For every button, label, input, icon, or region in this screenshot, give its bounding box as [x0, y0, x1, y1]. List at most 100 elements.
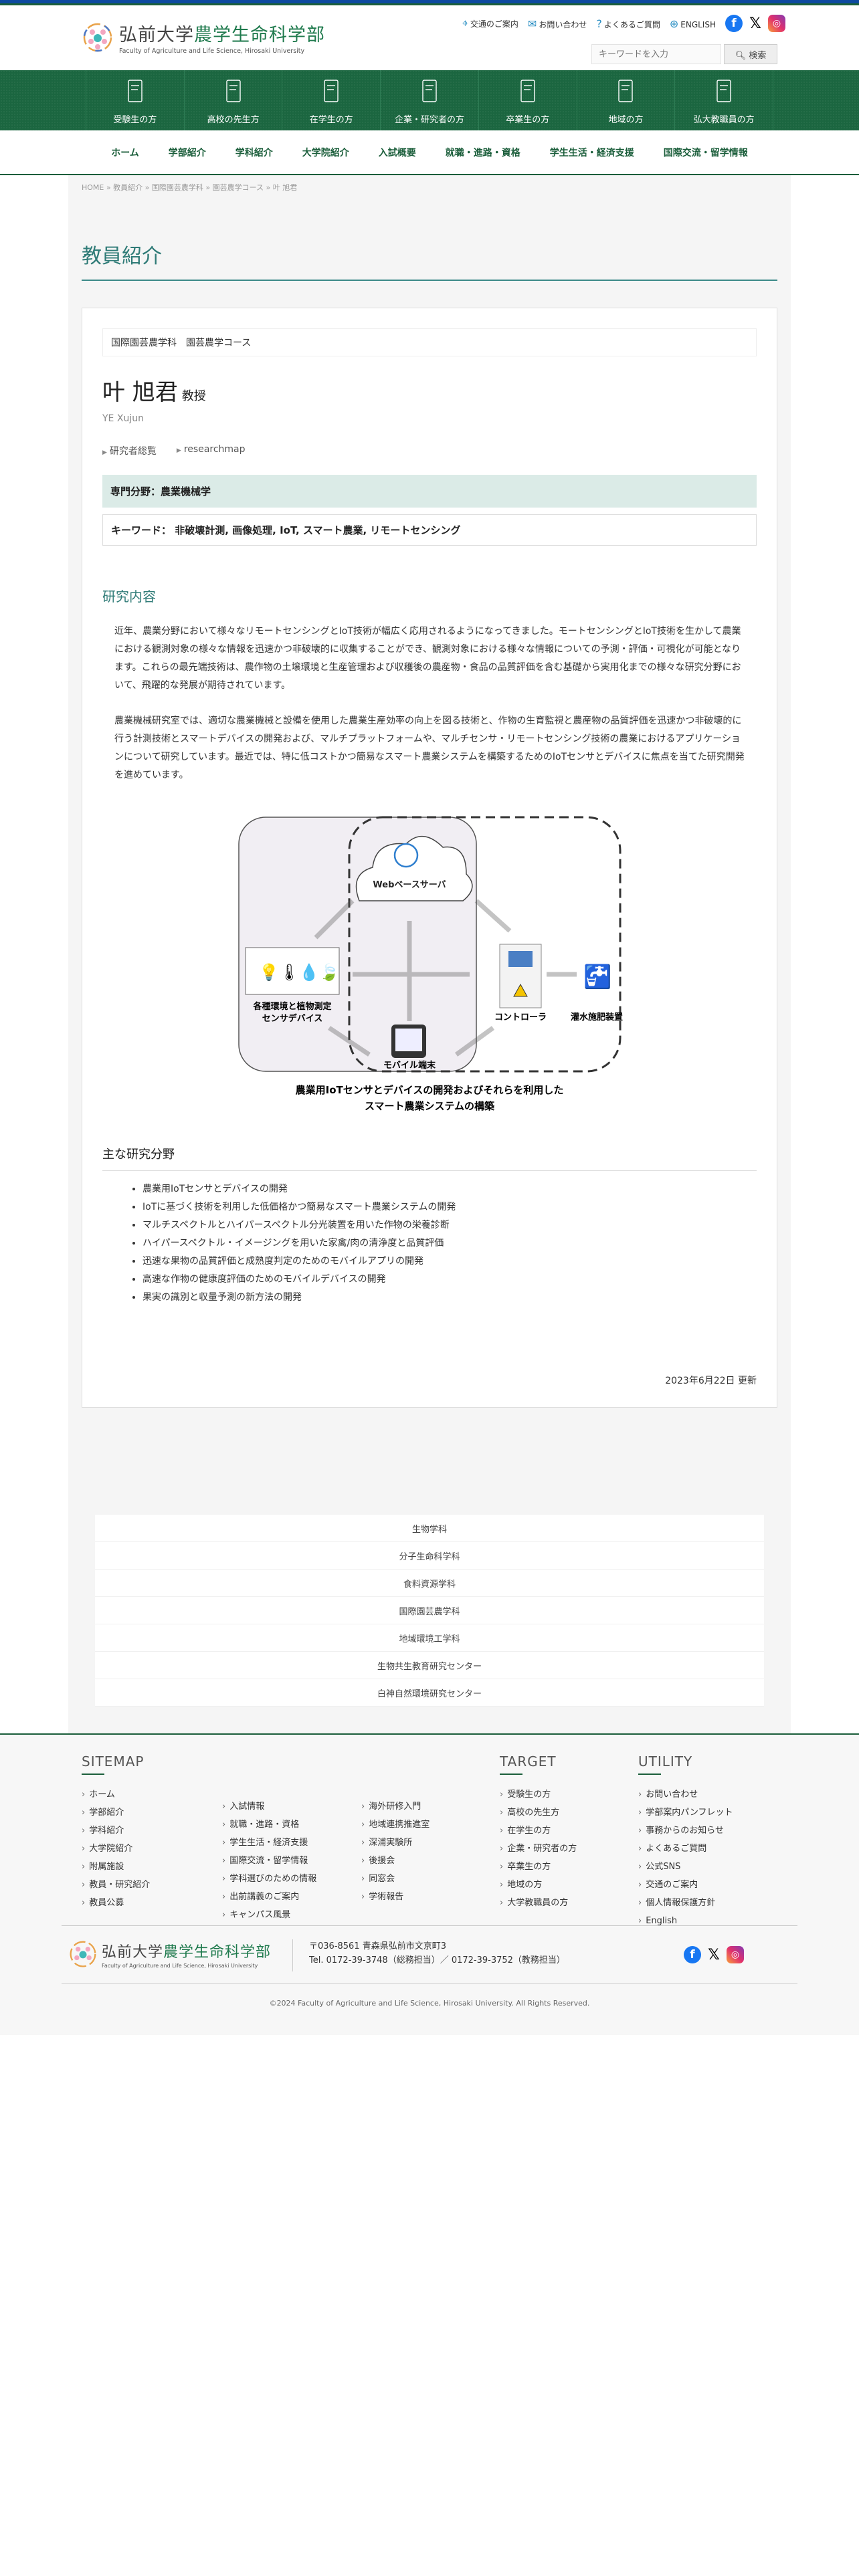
globe-icon: ⊕: [669, 17, 679, 30]
footer-link[interactable]: 大学院紹介: [82, 1840, 150, 1858]
footer-link[interactable]: English: [638, 1912, 733, 1930]
research-areas-list: 農業用IoTセンサとデバイスの開発IoTに基づく技術を利用した低価格かつ簡易なス…: [142, 1180, 757, 1307]
department-link[interactable]: 生物学科: [95, 1515, 764, 1542]
smart-agriculture-diagram: Webベースサーバ 💡🌡💧🍃 各種環境と植物測定 センサデバイス コントローラ …: [238, 816, 623, 1112]
warning-icon: [513, 983, 528, 997]
footer-link[interactable]: 教員・研究紹介: [82, 1876, 150, 1894]
pencil-note-icon: [128, 79, 142, 102]
department-link[interactable]: 分子生命科学科: [95, 1542, 764, 1570]
footer-link[interactable]: 教員公募: [82, 1894, 150, 1912]
faucet-icon: 🚰: [583, 964, 611, 990]
footer-link[interactable]: 卒業生の方: [500, 1858, 577, 1876]
english-link[interactable]: ⊕ENGLISH: [669, 17, 716, 30]
copyright: ©2024 Faculty of Agriculture and Life Sc…: [269, 1999, 590, 2008]
target-nav-item[interactable]: 在学生の方: [282, 70, 381, 130]
department-link[interactable]: 生物共生教育研究センター: [95, 1652, 764, 1679]
x-icon[interactable]: 𝕏: [749, 15, 761, 32]
footer-link[interactable]: 後援会: [361, 1852, 430, 1870]
footer-link[interactable]: 事務からのお知らせ: [638, 1822, 733, 1840]
main-nav-item[interactable]: 学科紹介: [235, 147, 273, 158]
target-nav-item[interactable]: 地域の方: [577, 70, 676, 130]
main-nav-item[interactable]: 国際交流・留学情報: [663, 147, 748, 158]
logo-title: 弘前大学農学生命科学部: [119, 25, 325, 45]
main-nav-item[interactable]: 学部紹介: [168, 147, 206, 158]
footer-link[interactable]: 学部案内パンフレット: [638, 1804, 733, 1822]
research-area-item: マルチスペクトルとハイパースペクトル分光装置を用いた作物の栄養診断: [142, 1216, 757, 1235]
footer-link[interactable]: 学術報告: [361, 1888, 430, 1906]
search-icon: 🔍︎: [735, 50, 747, 61]
target-nav-item[interactable]: 弘大教職員の方: [675, 70, 774, 130]
sensor-box: [245, 947, 340, 995]
main-nav-item[interactable]: 学生生活・経済支援: [549, 147, 634, 158]
footer-link[interactable]: 高校の先生方: [500, 1804, 577, 1822]
research-area-item: 果実の識別と収量予測の新方法の開発: [142, 1289, 757, 1307]
mobile-screen: [395, 1029, 422, 1051]
footer-link[interactable]: 附属施設: [82, 1858, 150, 1876]
contact-link[interactable]: ✉お問い合わせ: [527, 17, 587, 30]
footer-logo-subtitle: Faculty of Agriculture and Life Science,…: [102, 1962, 258, 1969]
footer-link[interactable]: 大学教職員の方: [500, 1894, 577, 1912]
sensor-icons: 💡🌡💧🍃: [259, 962, 339, 982]
footer-link[interactable]: 同窓会: [361, 1870, 430, 1888]
updated-date: 2023年6月22日 更新: [665, 1376, 757, 1386]
target-nav-item[interactable]: 企業・研究者の方: [381, 70, 479, 130]
researchmap-link[interactable]: researchmap: [183, 444, 246, 455]
triangle-icon: ▶: [102, 449, 107, 456]
researcher-directory-link[interactable]: 研究者総覧: [109, 446, 157, 457]
footer-link[interactable]: 就職・進路・資格: [222, 1816, 316, 1834]
site-footer: SITEMAPホーム学部紹介学科紹介大学院紹介附属施設教員・研究紹介教員公募 入…: [0, 1733, 859, 2035]
footer-link[interactable]: 企業・研究者の方: [500, 1840, 577, 1858]
footer-link[interactable]: 受験生の方: [500, 1786, 577, 1804]
breadcrumb-faculty[interactable]: 教員紹介: [113, 183, 143, 192]
target-nav-item[interactable]: 受験生の方: [86, 70, 185, 130]
controller-label: コントローラ: [494, 1012, 547, 1023]
target-nav-label: 高校の先生方: [207, 114, 260, 125]
department-link[interactable]: 地域環境工学科: [95, 1624, 764, 1652]
footer-link[interactable]: 国際交流・留学情報: [222, 1852, 316, 1870]
footer-link[interactable]: 交通のご案内: [638, 1876, 733, 1894]
footer-link[interactable]: よくあるご質問: [638, 1840, 733, 1858]
footer-link[interactable]: 学生生活・経済支援: [222, 1834, 316, 1852]
department-link[interactable]: 白神自然環境研究センター: [95, 1679, 764, 1707]
footer-link[interactable]: 学科紹介: [82, 1822, 150, 1840]
microscope-icon: [422, 79, 437, 102]
footer-link[interactable]: 公式SNS: [638, 1858, 733, 1876]
target-nav-item[interactable]: 卒業生の方: [479, 70, 577, 130]
main-nav-item[interactable]: 入試概要: [378, 147, 416, 158]
main-nav-item[interactable]: 大学院紹介: [302, 147, 349, 158]
access-link[interactable]: ⌖交通のご案内: [462, 17, 518, 29]
footer-link[interactable]: キャンパス風景: [222, 1906, 316, 1924]
footer-link[interactable]: 在学生の方: [500, 1822, 577, 1840]
site-logo[interactable]: 弘前大学農学生命科学部 Faculty of Agriculture and L…: [82, 20, 325, 55]
main-nav-item[interactable]: ホーム: [111, 147, 139, 158]
footer-link[interactable]: 個人情報保護方針: [638, 1894, 733, 1912]
footer-link[interactable]: お問い合わせ: [638, 1786, 733, 1804]
breadcrumb-course: 園芸農学コース: [212, 183, 264, 192]
department-link[interactable]: 食料資源学科: [95, 1570, 764, 1597]
footer-link[interactable]: ホーム: [82, 1786, 150, 1804]
footer-link[interactable]: 学部紹介: [82, 1804, 150, 1822]
target-nav-label: 卒業生の方: [506, 114, 550, 125]
breadcrumb-home[interactable]: HOME: [82, 183, 104, 192]
search-button[interactable]: 🔍︎ 検索: [724, 44, 777, 64]
footer-link[interactable]: 入試情報: [222, 1798, 316, 1816]
instagram-icon[interactable]: ◎: [768, 15, 785, 32]
target-nav-item[interactable]: 高校の先生方: [185, 70, 283, 130]
footer-link[interactable]: 地域の方: [500, 1876, 577, 1894]
x-icon[interactable]: 𝕏: [708, 1946, 720, 1963]
footer-link[interactable]: 出前講義のご案内: [222, 1888, 316, 1906]
department-link[interactable]: 国際園芸農学科: [95, 1597, 764, 1624]
footer-sns: f 𝕏 ◎: [684, 1946, 744, 1963]
footer-link[interactable]: 海外研修入門: [361, 1798, 430, 1816]
instagram-icon[interactable]: ◎: [727, 1946, 744, 1963]
search-input[interactable]: [591, 44, 721, 64]
faq-link[interactable]: ?よくあるご質問: [596, 17, 660, 30]
footer-link[interactable]: 地域連携推進室: [361, 1816, 430, 1834]
sns-links: f 𝕏 ◎: [725, 15, 785, 32]
main-nav-item[interactable]: 就職・進路・資格: [445, 147, 520, 158]
facebook-icon[interactable]: f: [725, 15, 743, 32]
footer-link[interactable]: 深浦実験所: [361, 1834, 430, 1852]
footer-link[interactable]: 学科選びのための情報: [222, 1870, 316, 1888]
facebook-icon[interactable]: f: [684, 1946, 701, 1963]
